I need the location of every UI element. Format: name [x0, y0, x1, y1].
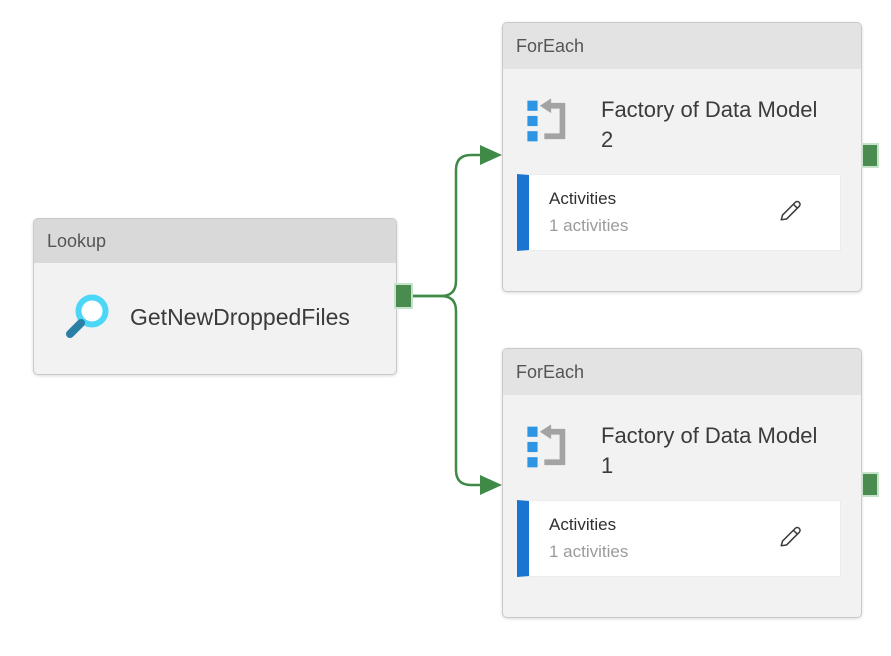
activity-node-foreach-2[interactable]: ForEach Factory of Data Model 2 Activiti… — [502, 22, 862, 292]
foreach-loop-icon — [525, 421, 575, 478]
arrowhead-icon — [480, 145, 502, 165]
activities-title: Activities — [549, 515, 617, 534]
output-port-foreach-1[interactable] — [861, 472, 879, 497]
activities-card[interactable]: Activities 1 activities — [517, 500, 841, 577]
activities-text: Activities 1 activities — [549, 515, 628, 562]
connector-lookup-to-foreach2[interactable] — [413, 145, 502, 298]
arrowhead-icon — [480, 475, 502, 495]
edit-activities-button[interactable] — [776, 197, 804, 228]
node-body: Factory of Data Model 1 — [503, 395, 861, 481]
pencil-icon — [776, 197, 804, 228]
node-type-label: ForEach — [516, 361, 585, 382]
activity-node-lookup[interactable]: Lookup GetNewDroppedFiles — [33, 218, 397, 375]
activities-count: 1 activities — [549, 216, 629, 235]
activities-text: Activities 1 activities — [549, 189, 628, 236]
output-port-foreach-2[interactable] — [861, 143, 879, 168]
node-type-header: ForEach — [503, 349, 861, 395]
activities-count: 1 activities — [549, 542, 629, 561]
activities-title: Activities — [549, 189, 617, 208]
node-type-header: Lookup — [34, 219, 396, 263]
edit-activities-button[interactable] — [776, 523, 804, 554]
foreach-loop-icon — [525, 95, 575, 152]
node-type-label: Lookup — [47, 230, 107, 251]
activities-card[interactable]: Activities 1 activities — [517, 174, 841, 251]
node-body: Factory of Data Model 2 — [503, 69, 861, 155]
node-body: GetNewDroppedFiles — [34, 263, 396, 372]
search-icon — [62, 290, 110, 345]
node-type-header: ForEach — [503, 23, 861, 69]
activity-name: Factory of Data Model 1 — [601, 423, 818, 478]
node-type-label: ForEach — [516, 35, 585, 56]
activity-name: Factory of Data Model 2 — [601, 97, 818, 152]
output-port-lookup[interactable] — [394, 283, 413, 309]
activity-name: GetNewDroppedFiles — [130, 304, 350, 330]
connector-lookup-to-foreach1[interactable] — [413, 294, 502, 495]
activity-node-foreach-1[interactable]: ForEach Factory of Data Model 1 Activiti… — [502, 348, 862, 618]
pencil-icon — [776, 523, 804, 554]
